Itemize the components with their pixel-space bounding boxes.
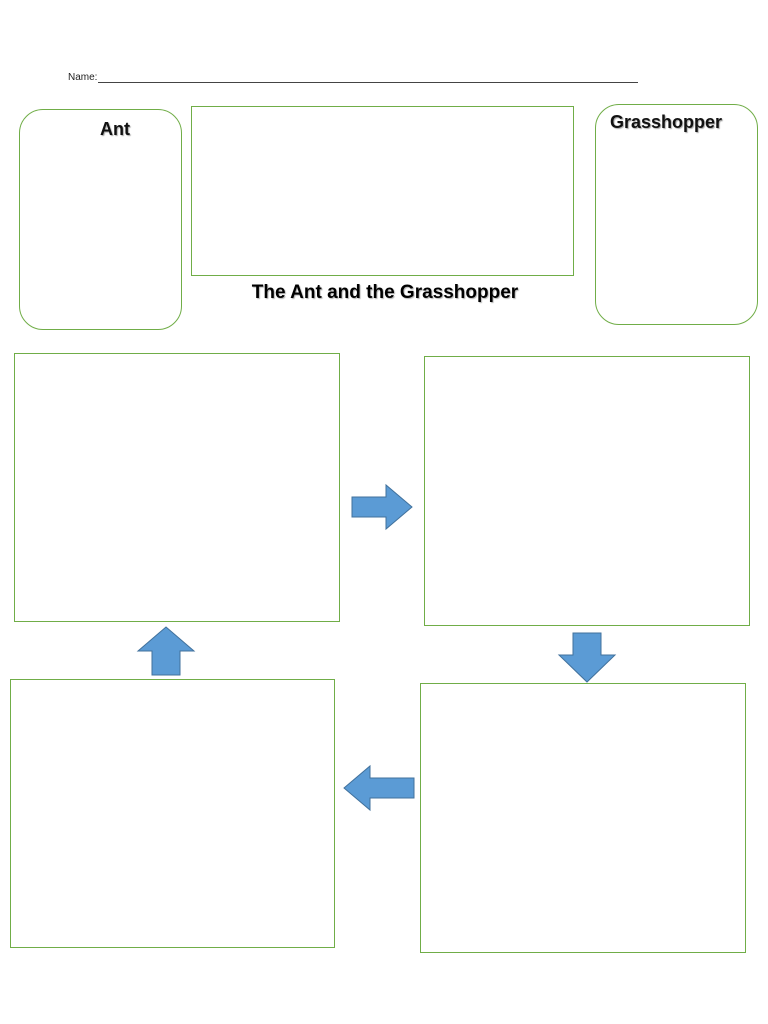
ant-character-box[interactable] — [19, 109, 182, 330]
title-picture-box[interactable] — [191, 106, 574, 276]
story-box-bottom-left[interactable] — [10, 679, 335, 948]
grasshopper-character-box[interactable] — [595, 104, 758, 325]
arrow-left-icon — [343, 764, 415, 812]
story-box-top-left[interactable] — [14, 353, 340, 622]
grasshopper-label: Grasshopper — [610, 112, 723, 132]
name-field-row: Name: — [68, 72, 639, 83]
ant-label: Ant — [100, 119, 130, 139]
name-write-line[interactable] — [98, 72, 639, 83]
story-box-bottom-right[interactable] — [420, 683, 746, 953]
story-box-top-right[interactable] — [424, 356, 750, 626]
arrow-right-icon — [351, 483, 413, 531]
name-label: Name: — [68, 72, 98, 83]
arrow-up-icon — [136, 626, 196, 676]
arrow-down-icon — [557, 632, 617, 683]
worksheet-title: The Ant and the Grasshopper — [251, 282, 519, 303]
